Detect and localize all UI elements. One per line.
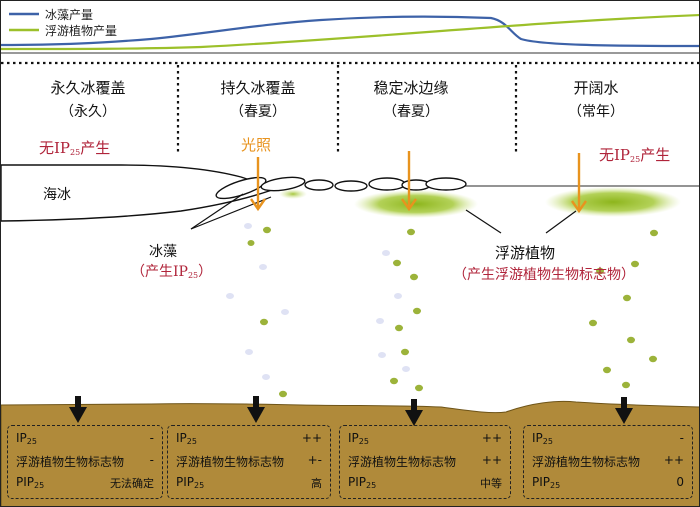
phyto-particle: [622, 381, 630, 389]
phyto-pointer-2: [545, 210, 577, 234]
ice-floe: [304, 179, 334, 191]
light-arrow-2-head: [401, 198, 417, 212]
ice-floe: [260, 176, 306, 192]
ice-floe: [215, 176, 267, 200]
phyto-particle: [627, 336, 635, 344]
ip25-row: IP25-: [16, 431, 154, 446]
zone-1-name: 永久冰覆盖: [50, 79, 126, 97]
phytoplankton-production-curve: [1, 13, 699, 51]
phyto-label: 浮游植物: [495, 244, 556, 262]
ice-particle: [378, 352, 386, 358]
zone-2-name: 持久冰覆盖: [220, 79, 296, 97]
sea-ice: [1, 164, 271, 222]
phyto-particle: [623, 294, 631, 302]
phyto-particle: [596, 267, 604, 275]
no-ip25-right-note: 无IP25产生: [599, 146, 671, 164]
phyto-pointer-1: [465, 209, 502, 234]
ice-algae-pointer-1: [190, 193, 244, 230]
phyto-particle: [650, 229, 658, 237]
phyto-particle: [631, 260, 639, 268]
ice-algae-particles: [226, 223, 410, 380]
deposition-arrow-3: [405, 399, 423, 426]
deposition-arrows: [69, 396, 633, 426]
ice-particle: [281, 309, 289, 315]
no-ip25-left-note: 无IP25产生: [39, 139, 111, 157]
zone-separators: [1, 61, 699, 153]
zone-4-season: （常年）: [568, 104, 624, 120]
ice-particle: [245, 349, 253, 355]
ice-particle: [376, 318, 384, 324]
legend-phyto-label: 浮游植物产量: [45, 24, 118, 38]
phyto-bloom-open-water: [545, 187, 681, 217]
phyto-production-label: （产生浮游植物生物标志物）: [453, 267, 635, 283]
phyto-particle: [279, 390, 287, 398]
light-arrow-3-head: [571, 200, 587, 214]
ice-particle: [244, 223, 252, 229]
phyto-particle: [413, 307, 421, 315]
phyto-particle: [603, 366, 611, 374]
ice-floe: [334, 180, 368, 192]
zone-4-name: 开阔水: [573, 79, 619, 97]
phyto-particle: [260, 318, 268, 326]
phyto-bloom-ice-edge: [354, 190, 478, 218]
ip25-row: IP25++: [176, 431, 322, 446]
phyto-particle: [395, 324, 403, 332]
phyto-particle: [247, 240, 255, 246]
phyto-particles: [247, 226, 658, 398]
zone-3-name: 稳定冰边缘: [373, 79, 449, 97]
phyto-particle: [415, 384, 423, 392]
sinking-particles: [226, 223, 658, 398]
zone-3-season: （春夏）: [383, 104, 439, 120]
ice-algae-production-label: （产生IP25）: [131, 264, 213, 280]
light-arrows: [250, 151, 587, 214]
light-arrow-1-head: [250, 198, 266, 212]
phyto-particle: [263, 226, 271, 234]
phyto-particle: [649, 355, 657, 363]
phyto-particle: [589, 319, 597, 327]
production-curves: [1, 12, 699, 54]
ice-algae-label: 冰藻: [149, 244, 177, 260]
phyto-biomarker-row: 浮游植物生物标志物++: [348, 453, 502, 469]
deposition-arrow-2: [247, 396, 265, 423]
phyto-biomarker-row: 浮游植物生物标志物+-: [176, 453, 322, 469]
ice-floe: [425, 177, 467, 191]
phyto-particle: [393, 259, 401, 267]
phyto-particle: [407, 228, 415, 236]
sea-ice-label: 海冰: [43, 187, 71, 203]
phyto-particle: [401, 348, 409, 356]
ice-particle: [259, 264, 267, 270]
zone-2-season: （春夏）: [230, 104, 286, 120]
ice-particle: [394, 293, 402, 299]
phyto-particle: [390, 377, 398, 385]
phyto-particle: [410, 273, 418, 281]
phyto-biomarker-row: 浮游植物生物标志物++: [532, 453, 684, 469]
ice-particle: [226, 293, 234, 299]
ice-particle: [402, 366, 410, 372]
light-label: 光照: [241, 136, 272, 154]
legend-ice-algae-label: 冰藻产量: [45, 8, 94, 22]
phyto-biomarker-row: 浮游植物生物标志物-: [16, 453, 154, 469]
ice-floe: [368, 177, 406, 191]
ip25-row: IP25++: [348, 431, 502, 446]
ice-particle: [382, 250, 390, 256]
ice-particle: [262, 374, 270, 380]
ip25-row: IP25-: [532, 431, 684, 446]
deposition-arrow-4: [615, 397, 633, 424]
label-pointers: [190, 193, 577, 234]
deposition-arrow-1: [69, 396, 87, 423]
zone-1-season: （永久）: [60, 104, 116, 120]
phyto-bloom-small: [279, 189, 307, 199]
ice-algae-production-curve: [1, 15, 699, 48]
